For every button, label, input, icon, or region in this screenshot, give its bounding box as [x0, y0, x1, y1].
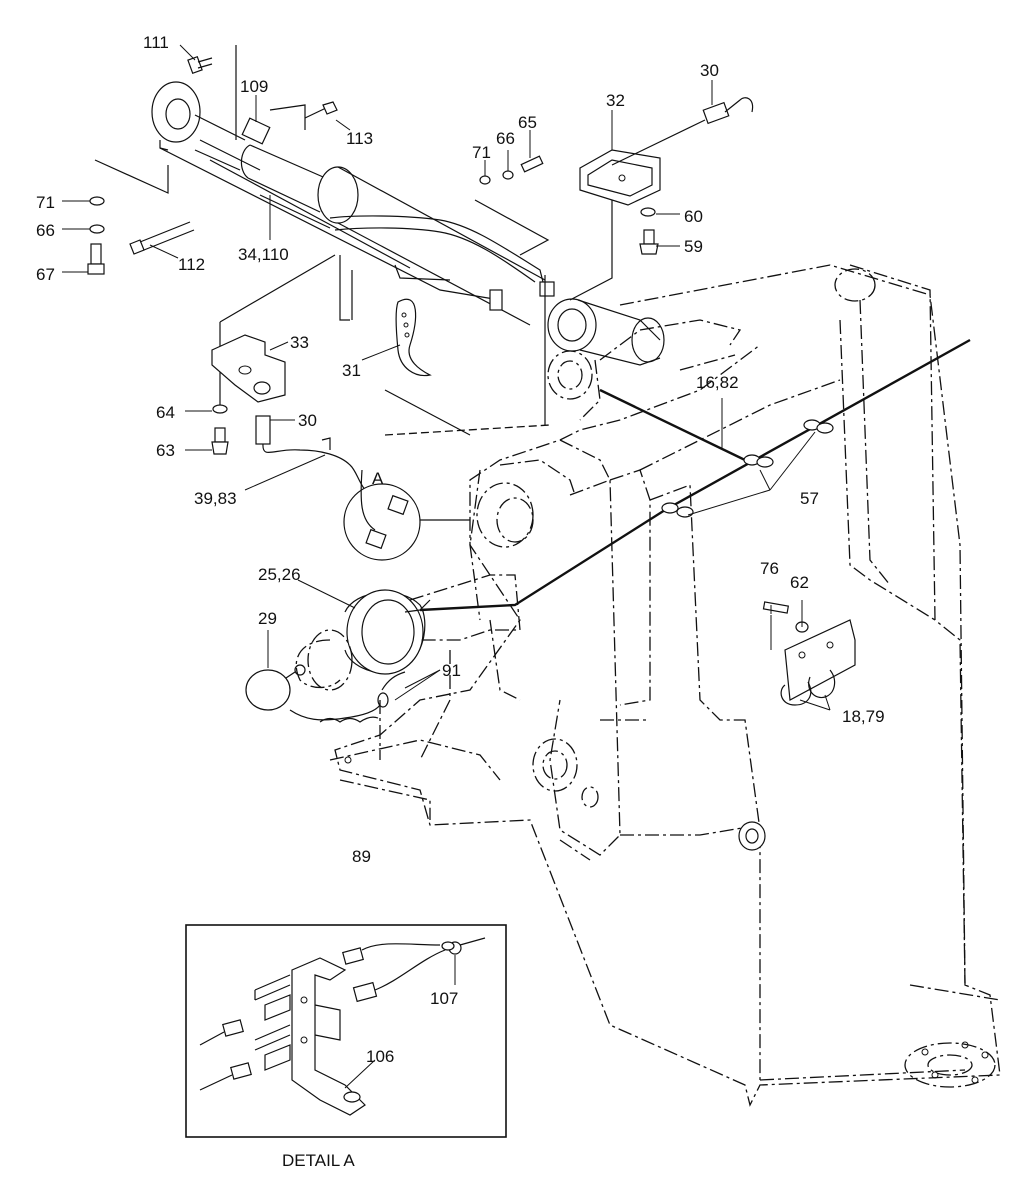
callout-64: 64	[156, 403, 175, 422]
callout-30-lower: 30	[298, 411, 317, 430]
callout-30-top: 30	[700, 61, 719, 80]
detail-a-caption: DETAIL A	[282, 1151, 355, 1170]
callout-31: 31	[342, 361, 361, 380]
callout-62: 62	[790, 573, 809, 592]
callout-33: 33	[290, 333, 309, 352]
callout-71-upper: 71	[472, 143, 491, 162]
callout-76: 76	[760, 559, 779, 578]
cable-leaders	[687, 398, 816, 516]
callout-107: 107	[430, 989, 458, 1008]
callout-71: 71	[36, 193, 55, 212]
sensor-30-top	[611, 97, 754, 166]
callout-detail-marker-a: A	[372, 469, 384, 488]
cylinder-leaders	[94, 45, 613, 436]
callout-32: 32	[606, 91, 625, 110]
pivot-bosses	[344, 268, 996, 1088]
detail-a-inset	[185, 924, 507, 1138]
callout-39-83: 39,83	[194, 489, 237, 508]
callout-25-26: 25,26	[258, 565, 301, 584]
bracket-32	[579, 149, 661, 206]
callout-67: 67	[36, 265, 55, 284]
cable-harness	[419, 338, 971, 612]
callout-16-82: 16,82	[696, 373, 739, 392]
callout-34-110: 34,110	[238, 245, 289, 264]
label-leaders	[62, 44, 713, 701]
bracket-18-79	[770, 600, 856, 711]
boom-frame-outline	[329, 264, 1001, 1107]
callout-18-79: 18,79	[842, 707, 885, 726]
callout-65: 65	[518, 113, 537, 132]
fasteners	[87, 55, 809, 633]
lamp-assembly	[245, 574, 521, 761]
bracket-33	[211, 334, 286, 403]
callout-106: 106	[366, 1047, 394, 1066]
callout-57: 57	[800, 489, 819, 508]
callout-66-upper: 66	[496, 129, 515, 148]
callout-113: 113	[346, 129, 373, 148]
callout-66: 66	[36, 221, 55, 240]
callout-63: 63	[156, 441, 175, 460]
callout-89: 89	[352, 847, 371, 866]
callout-59: 59	[684, 237, 703, 256]
callout-60: 60	[684, 207, 703, 226]
cam-plate-31	[395, 298, 432, 377]
callout-112: 112	[178, 255, 205, 274]
sensor-30-lower	[255, 415, 470, 561]
callout-111: 111	[143, 33, 169, 52]
callout-91: 91	[442, 661, 461, 680]
hydraulic-cylinder	[151, 81, 665, 366]
callout-109: 109	[240, 77, 268, 96]
callout-29: 29	[258, 609, 277, 628]
callout-labels: 111 109 113 71 66 67 112 34,110 71 66 65…	[36, 33, 885, 1170]
